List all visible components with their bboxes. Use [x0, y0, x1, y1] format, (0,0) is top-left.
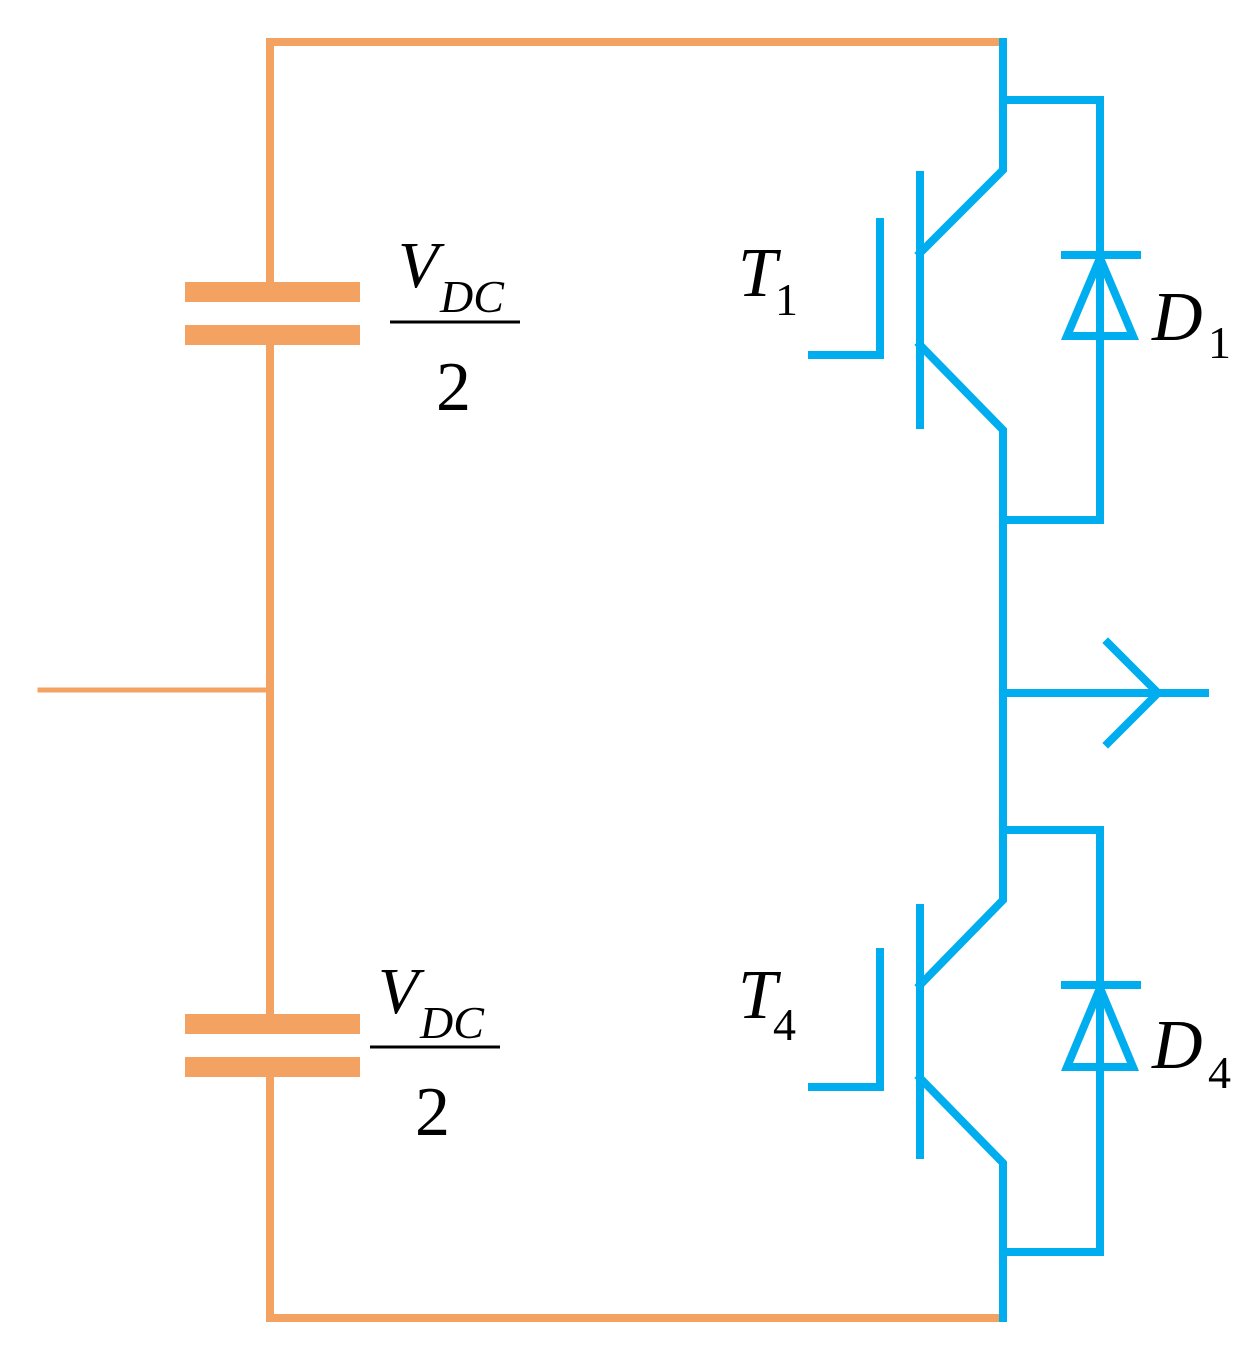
- dc-link: [37, 38, 1007, 1322]
- t1-gate: [808, 218, 884, 359]
- label-subscript: DC: [439, 271, 505, 322]
- d1-triangle: [1060, 247, 1140, 340]
- d4-triangle: [1060, 977, 1140, 1071]
- label-d4: D 4: [1151, 1007, 1231, 1098]
- t4-collector-lead: [914, 826, 1007, 991]
- label-main: T: [738, 235, 782, 312]
- label-denominator: 2: [436, 349, 471, 426]
- label-subscript: 1: [775, 274, 798, 325]
- capacitor-bottom-label: V DC 2: [370, 955, 500, 1151]
- t4-gate: [808, 948, 884, 1091]
- capacitor-plate: [185, 1057, 360, 1077]
- label-d1: D 1: [1151, 279, 1231, 368]
- label-subscript: 4: [773, 999, 796, 1050]
- capacitor-plate: [185, 325, 360, 345]
- igbt-t4: [808, 826, 1007, 1322]
- label-denominator: 2: [415, 1074, 450, 1151]
- capacitor-top-label: V DC 2: [390, 229, 520, 426]
- t4-emitter-lead: [914, 1072, 1007, 1322]
- diode-d4: [999, 826, 1141, 1256]
- capacitor-plate: [185, 282, 360, 302]
- label-subscript: 4: [1208, 1047, 1231, 1098]
- label-main: D: [1151, 1007, 1203, 1084]
- label-subscript: DC: [419, 997, 485, 1048]
- capacitor-bottom: [185, 1014, 360, 1077]
- d1-loop: [999, 96, 1104, 524]
- output-arrowhead: [1102, 637, 1164, 749]
- label-main: T: [738, 957, 782, 1034]
- capacitor-top: [185, 282, 360, 345]
- label-t1: T 1: [738, 235, 798, 325]
- label-main: V: [378, 955, 425, 1028]
- label-t4: T 4: [738, 957, 796, 1050]
- capacitor-plate: [185, 1014, 360, 1034]
- t1-collector-lead: [914, 38, 1007, 259]
- label-subscript: 1: [1208, 317, 1231, 368]
- label-main: V: [398, 229, 445, 302]
- t1-emitter-lead: [914, 339, 1007, 524]
- diode-d1: [999, 96, 1141, 524]
- label-main: D: [1151, 279, 1203, 356]
- d4-loop: [999, 826, 1104, 1256]
- igbt-t1: [808, 38, 1007, 524]
- switch-leg: [808, 38, 1209, 1322]
